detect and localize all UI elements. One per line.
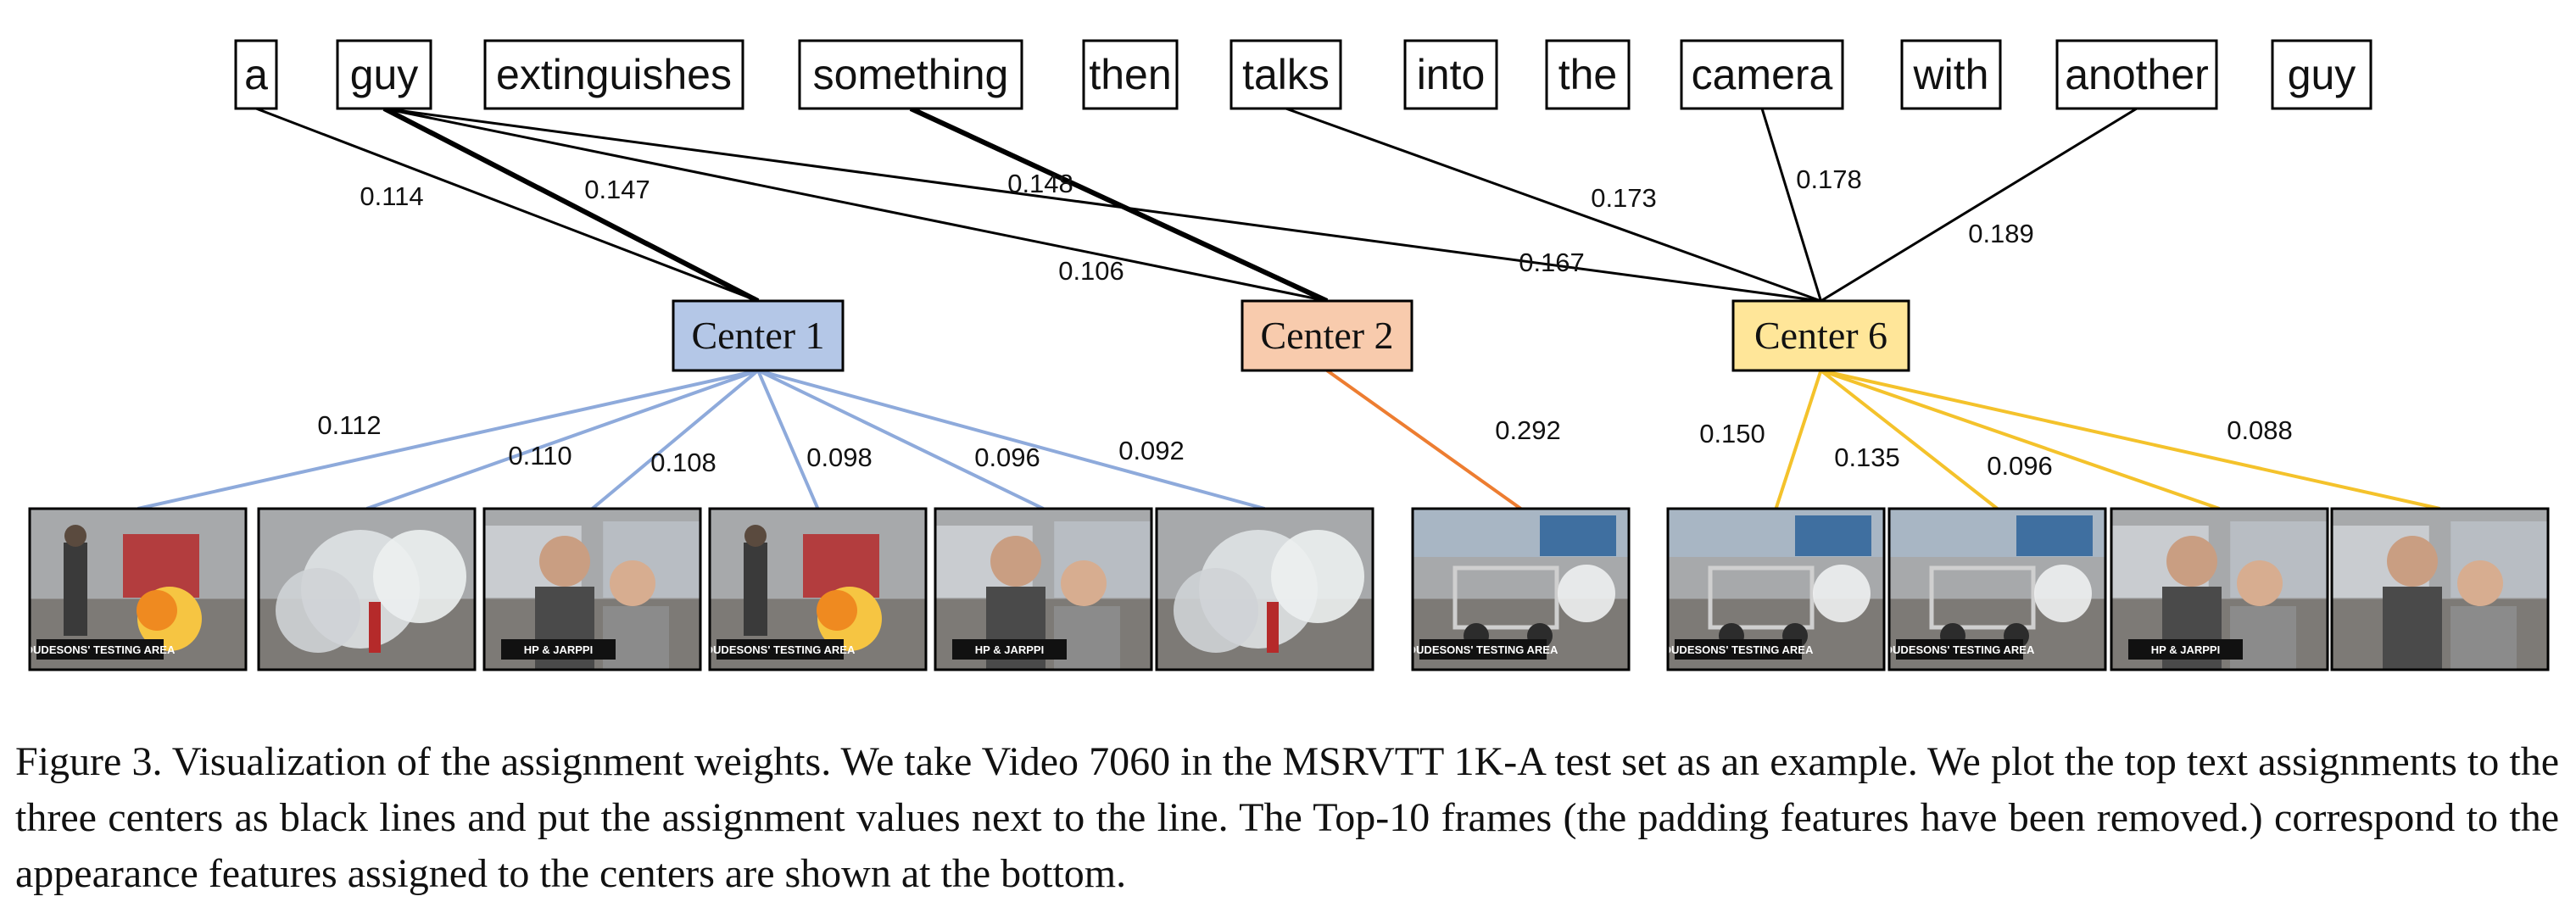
word-token-label: another [2065, 51, 2209, 98]
video-frame-thumbnail [1155, 507, 1374, 671]
text-assignment-edge [382, 106, 760, 303]
text-assignment-weight: 0.173 [1591, 183, 1657, 213]
cluster-center-node: Center 2 [1241, 299, 1413, 372]
frame-caption-overlay: DUDESONS' TESTING AREA [1885, 643, 2035, 656]
frame-assignment-edge [1820, 369, 2221, 510]
word-token-label: guy [2288, 51, 2356, 98]
video-frame-thumbnail [257, 507, 477, 671]
word-token: another [2055, 39, 2218, 110]
word-token-label: into [1417, 51, 1486, 98]
frame-assignment-edge [365, 369, 759, 510]
cluster-center-node: Center 6 [1731, 299, 1910, 372]
frame-assignment-weight: 0.096 [974, 443, 1040, 472]
frame-caption-overlay: HP & JARPPI [2151, 643, 2220, 656]
frame-assignment-weight: 0.092 [1118, 436, 1185, 465]
word-token-label: guy [350, 51, 419, 98]
video-frame-thumbnail: DUDESONS' TESTING AREA [1885, 507, 2107, 671]
word-token-label: extinguishes [496, 51, 732, 98]
frame-assignment-weight: 0.098 [806, 443, 873, 472]
frame-assignment-weight: 0.108 [650, 448, 716, 477]
word-token: talks [1229, 39, 1342, 110]
text-assignment-edge [1285, 107, 1822, 303]
text-assignment-weight: 0.114 [360, 181, 423, 211]
text-assignment-edge [255, 107, 759, 303]
word-token-label: camera [1692, 51, 1833, 98]
frame-caption-overlay: DUDESONS' TESTING AREA [1664, 643, 1814, 656]
word-token: the [1545, 39, 1631, 110]
word-token: guy [336, 39, 432, 110]
frame-assignment-weight: 0.292 [1495, 415, 1561, 445]
text-assignment-weight: 0.189 [1968, 219, 2034, 248]
cluster-center-label: Center 6 [1754, 314, 1887, 357]
word-token-label: a [244, 51, 268, 98]
cluster-center-node: Center 1 [672, 299, 845, 372]
word-token: into [1403, 39, 1498, 110]
text-assignment-weight: 0.178 [1796, 164, 1862, 194]
word-token-label: with [1913, 51, 1989, 98]
frame-assignment-weight: 0.150 [1699, 419, 1765, 448]
frame-caption-overlay: DUDESONS' TESTING AREA [25, 643, 176, 656]
video-frame-thumbnail: HP & JARPPI [482, 507, 702, 671]
frame-assignment-edge [1820, 369, 1999, 510]
word-token: extinguishes [483, 39, 744, 110]
frame-caption-overlay: HP & JARPPI [975, 643, 1044, 656]
frame-assignment-weight: 0.110 [508, 441, 572, 470]
frame-layer: DUDESONS' TESTING AREA HP & JARPPI DUDESON… [25, 507, 2550, 671]
text-assignment-edge [1820, 107, 2138, 303]
text-assignment-edge [1760, 108, 1822, 302]
frame-assignment-weight: 0.112 [317, 410, 381, 440]
frame-assignment-edge [757, 369, 1266, 510]
assignment-weight-diagram: a guy extinguishes something then talks into th… [25, 39, 2550, 671]
frame-assignment-edge [1325, 369, 1522, 510]
video-frame-thumbnail: DUDESONS' TESTING AREA [1408, 507, 1631, 671]
frame-assignment-weight: 0.135 [1834, 443, 1900, 472]
frame-assignment-weight: 0.088 [2227, 415, 2293, 445]
word-token: a [234, 39, 278, 110]
frame-assignment-weight: 0.096 [1987, 451, 2053, 481]
text-assignment-weight: 0.167 [1519, 248, 1585, 277]
word-token: then [1082, 39, 1179, 110]
video-frame-thumbnail: DUDESONS' TESTING AREA [1664, 507, 1886, 671]
word-token-label: talks [1242, 51, 1330, 98]
frame-assignment-edge [756, 370, 820, 509]
frame-assignment-edge [137, 369, 759, 510]
video-frame-thumbnail: DUDESONS' TESTING AREA [705, 507, 928, 671]
word-token: camera [1680, 39, 1844, 110]
frame-assignment-edge [1820, 369, 2440, 510]
word-token: with [1900, 39, 2002, 110]
text-assignment-weight: 0.147 [584, 175, 650, 204]
word-layer: a guy extinguishes something then talks into th… [234, 39, 2372, 110]
word-token: guy [2271, 39, 2372, 110]
text-assignment-edge [383, 107, 1328, 303]
word-token-label: the [1558, 51, 1618, 98]
center-layer: Center 1 Center 2 Center 6 [672, 299, 1910, 372]
frame-caption-overlay: DUDESONS' TESTING AREA [705, 643, 856, 656]
frame-caption-overlay: HP & JARPPI [524, 643, 593, 656]
label-layer: 0.114 0.147 0.106 0.148 0.167 0.173 0.178 0.189… [317, 164, 2292, 481]
edge-layer [137, 106, 2440, 510]
text-assignment-edge [383, 107, 1821, 303]
cluster-center-label: Center 1 [691, 314, 824, 357]
frame-assignment-edge [591, 369, 760, 510]
video-frame-thumbnail: DUDESONS' TESTING AREA [25, 507, 248, 671]
word-token-label: then [1089, 51, 1171, 98]
cluster-center-label: Center 2 [1260, 314, 1393, 357]
word-token-label: something [813, 51, 1009, 98]
text-assignment-edge [909, 106, 1329, 303]
frame-caption-overlay: DUDESONS' TESTING AREA [1408, 643, 1558, 656]
video-frame-thumbnail: HP & JARPPI [2110, 507, 2329, 671]
video-frame-thumbnail [2330, 507, 2550, 671]
frame-assignment-edge [1774, 370, 1823, 509]
figure-caption: Figure 3. Visualization of the assignmen… [15, 739, 2559, 896]
text-assignment-weight: 0.106 [1058, 256, 1124, 286]
word-token: something [798, 39, 1023, 110]
frame-assignment-edge [757, 369, 1045, 510]
video-frame-thumbnail: HP & JARPPI [934, 507, 1153, 671]
text-assignment-weight: 0.148 [1007, 169, 1073, 198]
